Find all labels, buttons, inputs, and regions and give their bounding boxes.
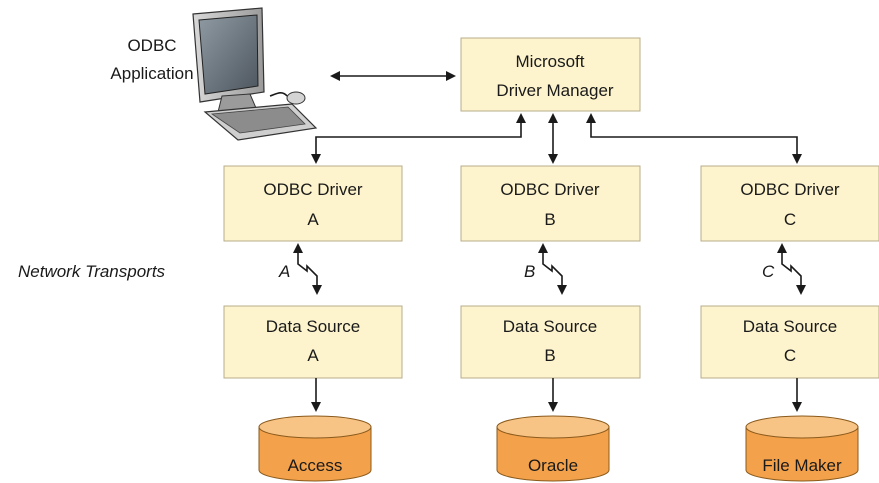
driver-manager-line1: Microsoft	[516, 52, 585, 71]
data-source-box-b	[460, 305, 641, 379]
transport-letter-b: B	[524, 262, 535, 281]
app-manager-arrow	[330, 71, 456, 81]
driver-box-c	[700, 165, 879, 242]
computer-icon	[192, 7, 318, 141]
transport-letter-c: C	[762, 262, 775, 281]
manager-driver-a-arrow	[311, 113, 526, 164]
driver-b-line2: B	[544, 210, 555, 229]
data-source-c-line2: C	[784, 346, 796, 365]
data-source-b-line1: Data Source	[503, 317, 598, 336]
transport-arrow-c	[777, 243, 806, 295]
transport-letter-a: A	[278, 262, 290, 281]
driver-c-line1: ODBC Driver	[740, 180, 840, 199]
data-source-c-line1: Data Source	[743, 317, 838, 336]
database-icon-oracle	[496, 415, 610, 482]
database-icon-access	[258, 415, 372, 482]
transport-arrow-a	[293, 243, 322, 295]
source-db-arrow-b	[548, 378, 558, 412]
database-label-access: Access	[288, 456, 343, 475]
driver-a-line1: ODBC Driver	[263, 180, 363, 199]
database-label-oracle: Oracle	[528, 456, 578, 475]
data-source-box-c	[700, 305, 879, 379]
driver-c-line2: C	[784, 210, 796, 229]
database-icon-file-maker	[745, 415, 859, 482]
driver-box-a	[223, 165, 403, 242]
driver-manager-line2: Driver Manager	[496, 81, 613, 100]
driver-box-b	[460, 165, 641, 242]
data-source-a-line1: Data Source	[266, 317, 361, 336]
data-source-a-line2: A	[307, 346, 319, 365]
application-label-line2: Application	[110, 64, 193, 83]
data-source-b-line2: B	[544, 346, 555, 365]
driver-manager-box	[460, 37, 641, 112]
source-db-arrow-c	[792, 378, 802, 412]
source-db-arrow-a	[311, 378, 321, 412]
network-transports-label: Network Transports	[18, 262, 166, 281]
driver-a-line2: A	[307, 210, 319, 229]
manager-driver-b-arrow	[548, 113, 558, 164]
manager-driver-c-arrow	[586, 113, 802, 164]
data-source-box-a	[223, 305, 403, 379]
database-label-file-maker: File Maker	[762, 456, 842, 475]
application-label-line1: ODBC	[127, 36, 176, 55]
transport-arrow-b	[538, 243, 567, 295]
driver-b-line1: ODBC Driver	[500, 180, 600, 199]
